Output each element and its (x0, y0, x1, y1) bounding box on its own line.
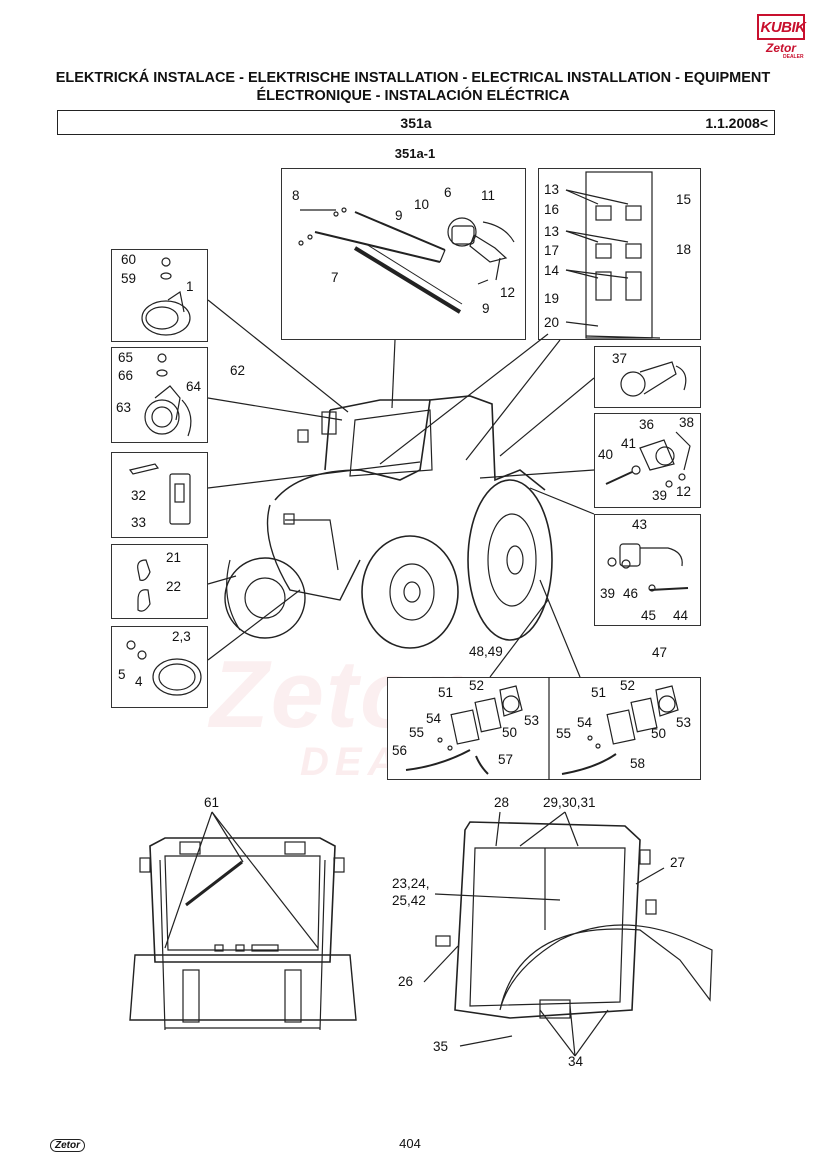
label-lamp-a: 1 (186, 279, 194, 294)
panel-fuse-box (538, 168, 701, 340)
label-rear-b: 54 (577, 715, 593, 730)
kubik-zetor-logo: KUBIK Zetor DEALER (757, 14, 807, 60)
label-horn: 37 (612, 351, 628, 366)
label-fuse: 18 (676, 242, 692, 257)
page-title-line2: ÉLECTRONIQUE - INSTALACIÓN ELÉCTRICA (256, 88, 570, 104)
label-wiper: 12 (500, 285, 516, 300)
label-beacon: 12 (676, 484, 692, 499)
panel-small-c (111, 626, 208, 708)
label-fuse: 13 (544, 224, 560, 239)
panel-sensor (594, 514, 701, 626)
label-wiper: 8 (292, 188, 300, 203)
label-beacon: 40 (598, 447, 614, 462)
label-rear-a: 57 (498, 752, 514, 767)
page-title-line1: ELEKTRICKÁ INSTALACE - ELEKTRISCHE INSTA… (55, 70, 771, 86)
label-wiper: 9 (482, 301, 490, 316)
label-beacon: 39 (652, 488, 668, 503)
panel-small-b (111, 544, 208, 619)
label-cab-side: 25,42 (392, 893, 426, 908)
label-small-c: 2,3 (172, 629, 191, 644)
label-small-b: 21 (166, 550, 182, 565)
label-fuse: 14 (544, 263, 560, 278)
label-sensor: 44 (673, 608, 689, 623)
label-rear-b: 52 (620, 678, 636, 693)
label-fuse: 19 (544, 291, 560, 306)
label-fuse: 16 (544, 202, 560, 217)
label-small-c: 4 (135, 674, 143, 689)
label-wiper: 7 (331, 270, 339, 285)
label-beacon: 41 (621, 436, 637, 451)
label-rear-a: 50 (502, 725, 518, 740)
label-lamp-a: 59 (121, 271, 137, 286)
label-fuse: 17 (544, 243, 560, 258)
label-fuse: 13 (544, 182, 560, 197)
label-rear-b: 47 (652, 645, 668, 660)
label-cab-side: 27 (670, 855, 686, 870)
label-rear-b: 53 (676, 715, 692, 730)
label-cab-side: 23,24, (392, 876, 430, 891)
label-rear-a: 56 (392, 743, 408, 758)
section-bar: 351a 1.1.2008< (57, 110, 775, 135)
label-fuse: 15 (676, 192, 692, 207)
label-lamp-b: 65 (118, 350, 134, 365)
label-small-a: 33 (131, 515, 147, 530)
label-rear-b: 58 (630, 756, 646, 771)
label-lamp-b: 62 (230, 363, 246, 378)
label-lamp-b: 64 (186, 379, 202, 394)
page-number: 404 (399, 1136, 421, 1151)
label-wiper: 9 (395, 208, 403, 223)
label-rear-a: 51 (438, 685, 454, 700)
label-rear-a: 55 (409, 725, 425, 740)
label-wiper: 11 (481, 188, 496, 203)
label-cab-side: 26 (398, 974, 414, 989)
footer-zetor-logo: Zetor (50, 1139, 85, 1152)
label-beacon: 38 (679, 415, 695, 430)
label-lamp-b: 66 (118, 368, 134, 383)
panel-beacon (594, 413, 701, 508)
label-fuse: 20 (544, 315, 560, 330)
label-cab-side: 35 (433, 1039, 449, 1054)
diagram-subtitle: 351a-1 (394, 146, 436, 161)
section-date: 1.1.2008< (705, 115, 768, 131)
label-rear-a: 53 (524, 713, 540, 728)
label-small-a: 32 (131, 488, 147, 503)
label-cab-side: 28 (494, 795, 510, 810)
label-rear-a: 54 (426, 711, 442, 726)
label-rear-a: 48,49 (469, 644, 503, 659)
logo-dealer-text: DEALER (783, 54, 804, 60)
logo-kubik-text: KUBIK (760, 19, 807, 36)
label-sensor: 43 (632, 517, 648, 532)
label-cab-side: 34 (568, 1054, 584, 1069)
section-code: 351a (400, 115, 432, 131)
label-beacon: 36 (639, 417, 655, 432)
label-small-b: 22 (166, 579, 182, 594)
label-sensor: 45 (641, 608, 657, 623)
label-lamp-a: 60 (121, 252, 137, 267)
panel-small-a (111, 452, 208, 538)
label-lamp-b: 63 (116, 400, 132, 415)
panel-horn (594, 346, 701, 408)
label-sensor: 39 (600, 586, 616, 601)
label-rear-b: 50 (651, 726, 667, 741)
panel-lamp-a (111, 249, 208, 342)
label-cab-side: 29,30,31 (543, 795, 596, 810)
logo-top-box: KUBIK (757, 14, 807, 40)
label-small-c: 5 (118, 667, 126, 682)
label-rear-b: 55 (556, 726, 572, 741)
logo-zetor-text: Zetor (766, 41, 796, 55)
label-wiper: 6 (444, 185, 452, 200)
label-wiper: 10 (414, 197, 430, 212)
label-rear-a: 52 (469, 678, 485, 693)
label-rear-b: 51 (591, 685, 607, 700)
label-cab-front: 61 (204, 795, 220, 810)
label-sensor: 46 (623, 586, 639, 601)
